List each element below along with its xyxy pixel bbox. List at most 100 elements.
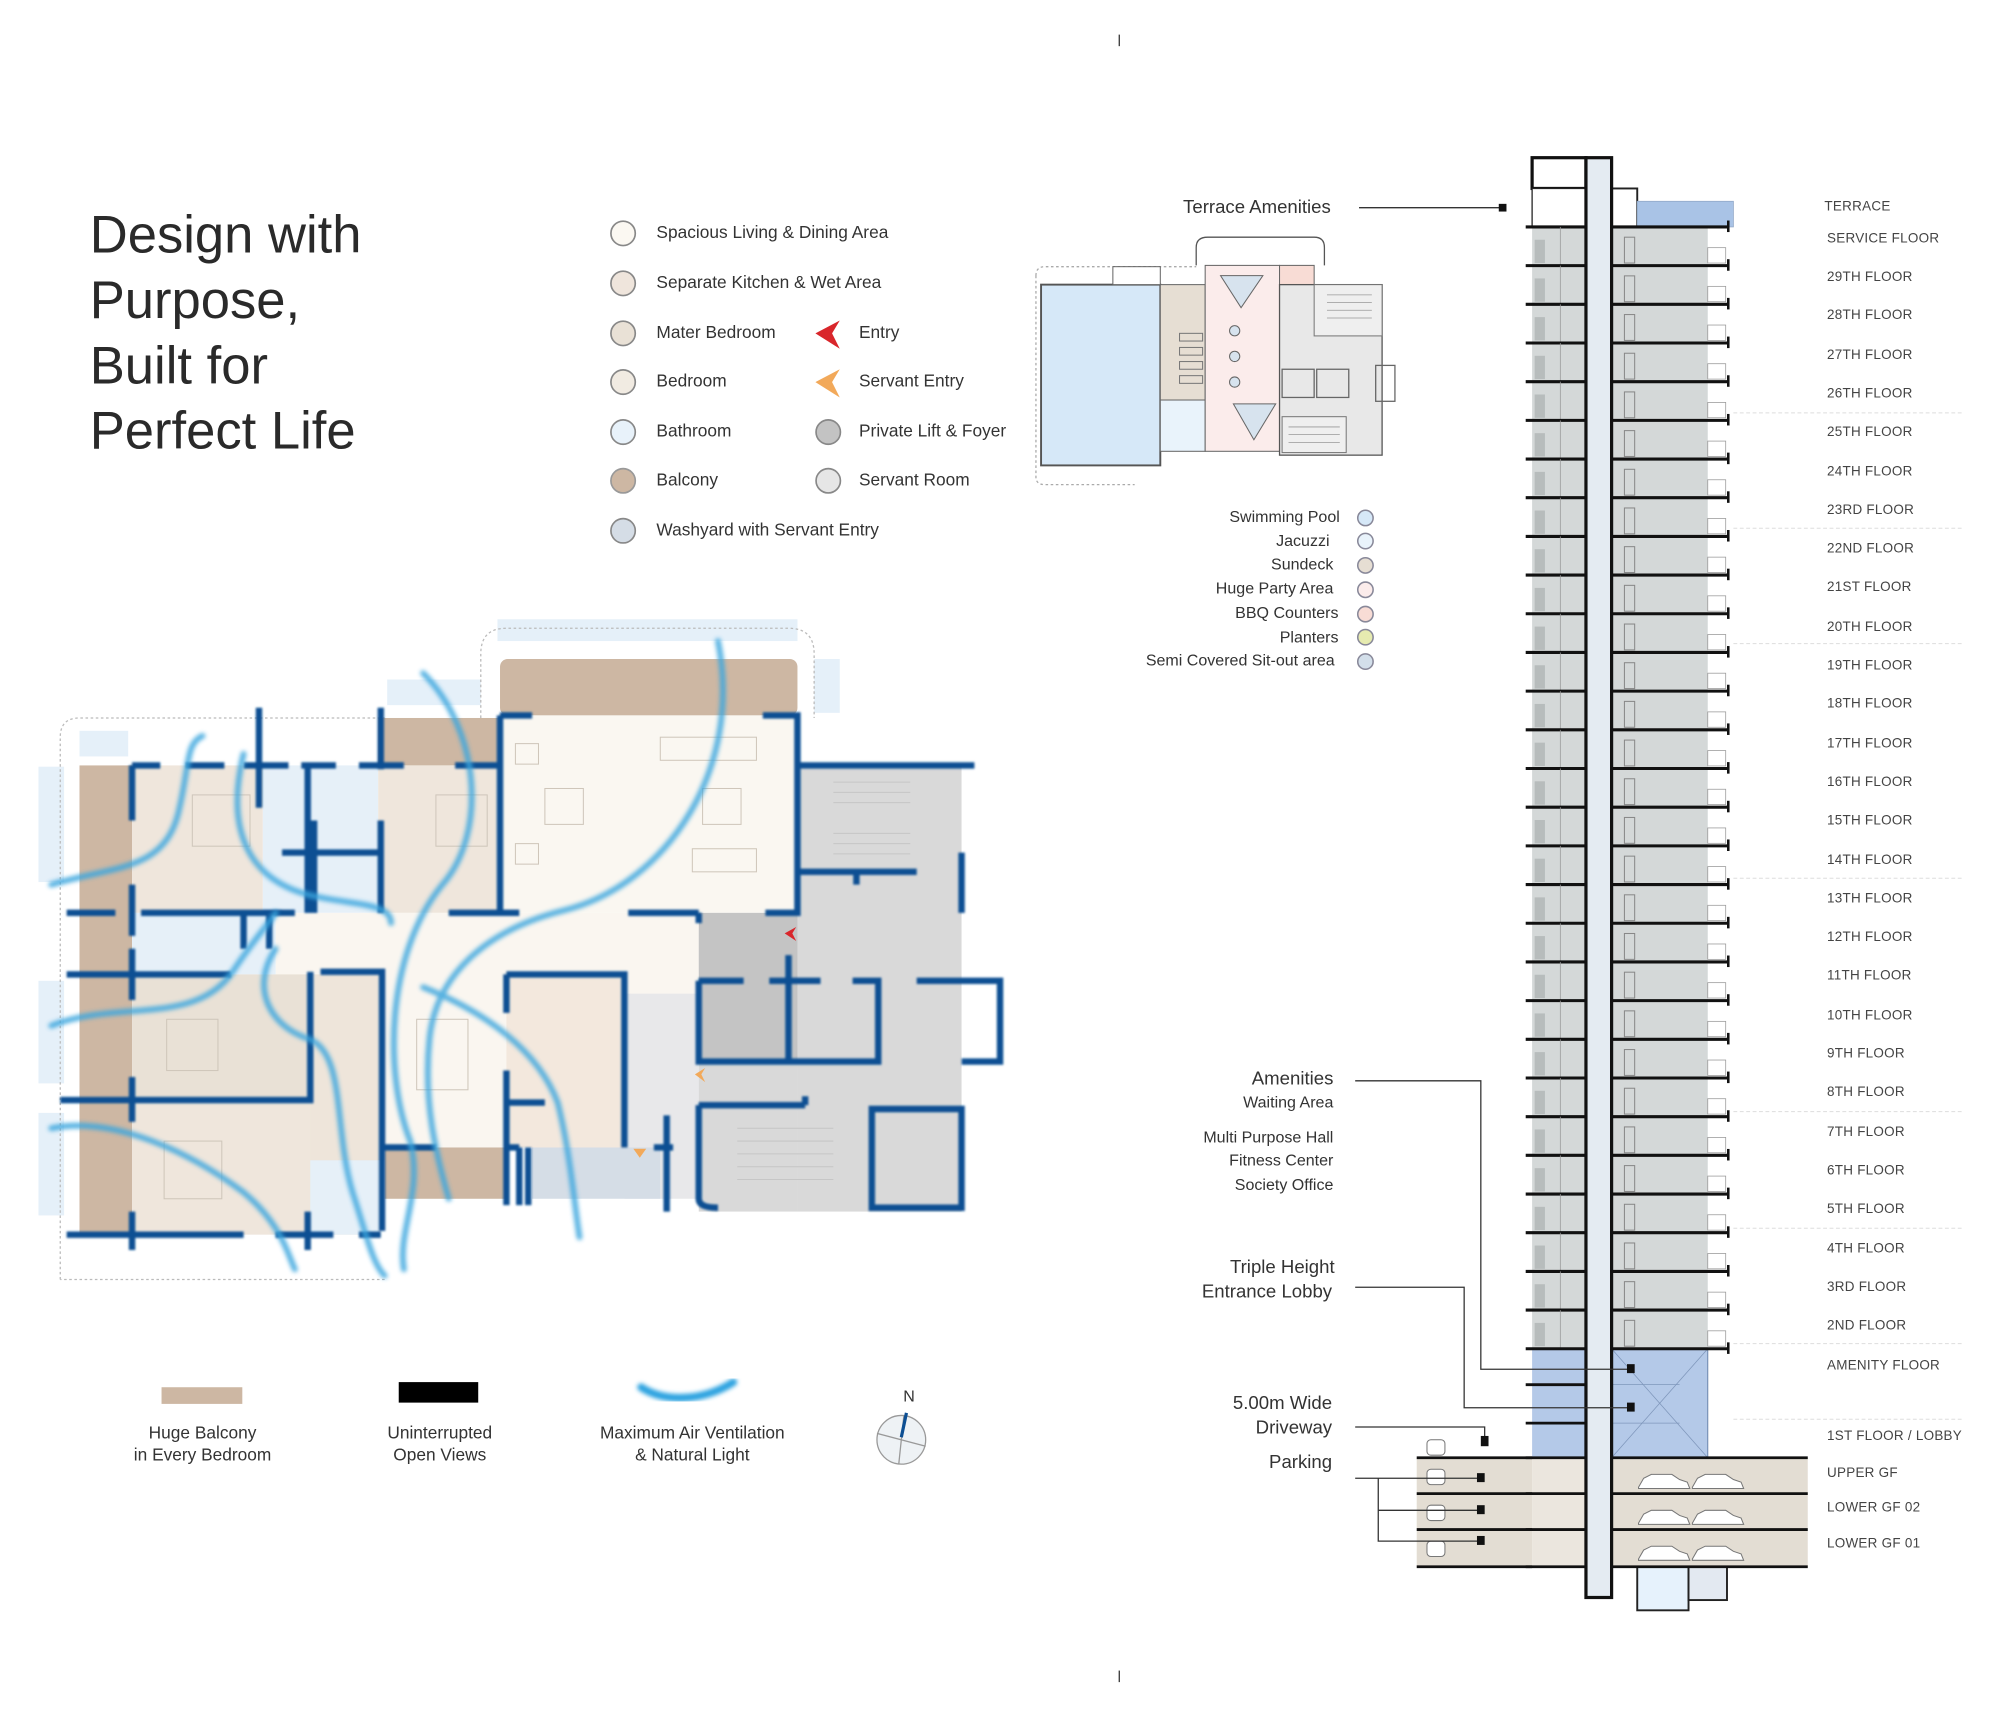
feature-line: Uninterrupted xyxy=(387,1423,493,1443)
door xyxy=(1623,932,1636,960)
legend-label: Washyard with Servant Entry xyxy=(656,519,879,540)
stair-flight xyxy=(1534,471,1545,496)
door xyxy=(1623,1049,1636,1076)
compass-north-label: N xyxy=(903,1387,915,1406)
lobby-callout-line: Triple Height xyxy=(1229,1257,1335,1279)
door xyxy=(1623,623,1636,651)
window-bay xyxy=(1707,479,1727,496)
floor-label: 19TH FLOOR xyxy=(1826,657,1913,674)
window-bay xyxy=(1707,788,1727,806)
car-front-icon xyxy=(1426,1504,1446,1522)
amenity-lobby-left xyxy=(1532,1348,1586,1458)
door xyxy=(1623,352,1636,380)
floor-label: 22ND FLOOR xyxy=(1826,541,1915,557)
door xyxy=(1623,468,1636,496)
legend-label: Balcony xyxy=(656,469,719,490)
floor-label: 16TH FLOOR xyxy=(1826,774,1913,790)
door xyxy=(1623,1242,1636,1270)
swatch-jacuzzi-icon xyxy=(1356,532,1374,550)
swatch-planters-icon xyxy=(1356,628,1374,646)
floor-label: 15TH FLOOR xyxy=(1826,813,1913,829)
floor-label: 14TH FLOOR xyxy=(1826,851,1913,868)
terrace-shower xyxy=(1112,266,1161,286)
party-tables xyxy=(1219,275,1277,441)
window-bay xyxy=(1707,1330,1727,1347)
car-icon xyxy=(1638,1545,1691,1561)
floor-label: 6TH FLOOR xyxy=(1826,1162,1905,1179)
callout-leaders xyxy=(1355,207,1631,1542)
window-bay xyxy=(1707,711,1727,728)
floor-label: UPPER GF xyxy=(1826,1465,1898,1481)
floor-label: TERRACE xyxy=(1824,198,1891,215)
stair-flight xyxy=(1534,1284,1545,1308)
terrace-legend-label: Huge Party Area xyxy=(1215,579,1334,598)
window-bay xyxy=(1707,1175,1727,1192)
stair-flight xyxy=(1534,1052,1545,1076)
feature-line: in Every Bedroom xyxy=(133,1444,272,1465)
car-icon xyxy=(1691,1545,1745,1561)
floor-label: 12TH FLOOR xyxy=(1826,929,1913,946)
feature-balcony-label: Huge Balcony in Every Bedroom xyxy=(134,1422,272,1466)
floor-label: 11TH FLOOR xyxy=(1826,968,1912,984)
terrace-legend-label: Planters xyxy=(1279,628,1339,647)
floor-label: 2ND FLOOR xyxy=(1826,1318,1907,1334)
door xyxy=(1623,1165,1636,1192)
floor-label: 10TH FLOOR xyxy=(1826,1007,1913,1023)
amenity-item: Multi Purpose Hall xyxy=(1203,1128,1334,1147)
amenity-item: Waiting Area xyxy=(1243,1093,1334,1112)
kitchen xyxy=(506,974,625,1148)
floor-label: 29TH FLOOR xyxy=(1826,269,1913,285)
door xyxy=(1623,584,1636,612)
door xyxy=(1623,275,1636,303)
terrace-legend-label: Sundeck xyxy=(1271,555,1334,574)
floor-label: 24TH FLOOR xyxy=(1826,463,1913,479)
floor-label: 21ST FLOOR xyxy=(1826,580,1912,596)
window-bay xyxy=(1707,518,1727,535)
balcony-bedroom-2 xyxy=(378,717,501,766)
door xyxy=(1623,816,1636,844)
floor-label: 23RD FLOOR xyxy=(1826,502,1915,518)
floor-label: 17TH FLOOR xyxy=(1826,735,1913,751)
swatch-sitout-icon xyxy=(1356,653,1374,671)
stair-flight xyxy=(1534,858,1545,882)
door xyxy=(1623,894,1636,922)
window-bay xyxy=(1707,1059,1727,1076)
stair-flight xyxy=(1534,1129,1545,1153)
floor-label: 7TH FLOOR xyxy=(1826,1123,1905,1140)
window-bay xyxy=(1707,943,1727,960)
parked-cars xyxy=(1426,1439,1745,1561)
door xyxy=(1623,546,1636,574)
terrace-lift-1 xyxy=(1281,368,1315,399)
lift-foyer xyxy=(698,912,798,1062)
stair-flight xyxy=(1534,433,1545,457)
terrace-amenities-callout: Terrace Amenities xyxy=(1183,197,1331,218)
door xyxy=(1623,507,1636,535)
driveway-callout-line: Driveway xyxy=(1255,1418,1333,1439)
door xyxy=(1623,1319,1636,1347)
floor-label: 3RD FLOOR xyxy=(1826,1279,1907,1295)
title-line: Built for xyxy=(89,335,268,395)
servant-entry-marker-icon xyxy=(694,1067,706,1083)
door xyxy=(1623,1203,1636,1231)
balcony-left xyxy=(79,765,133,1235)
floor-label: 5TH FLOOR xyxy=(1826,1201,1905,1217)
stair-flight xyxy=(1534,781,1545,805)
swatch-bbq-icon xyxy=(1356,605,1374,623)
car-icon xyxy=(1691,1509,1745,1525)
floor-label: 9TH FLOOR xyxy=(1826,1046,1905,1062)
stair-flight xyxy=(1534,1090,1545,1115)
floor-slabs xyxy=(1416,220,1808,1569)
parking-core xyxy=(1532,1457,1586,1567)
door xyxy=(1623,1087,1636,1115)
air-ventilation-flows xyxy=(48,638,726,1279)
swimming-pool xyxy=(1040,283,1162,467)
bathroom-1 xyxy=(262,765,379,913)
window-bay xyxy=(1707,247,1727,264)
legend-label: Servant Room xyxy=(859,469,970,490)
door xyxy=(1623,855,1636,883)
master-bedroom xyxy=(132,974,311,1101)
window-bay xyxy=(1707,634,1727,651)
